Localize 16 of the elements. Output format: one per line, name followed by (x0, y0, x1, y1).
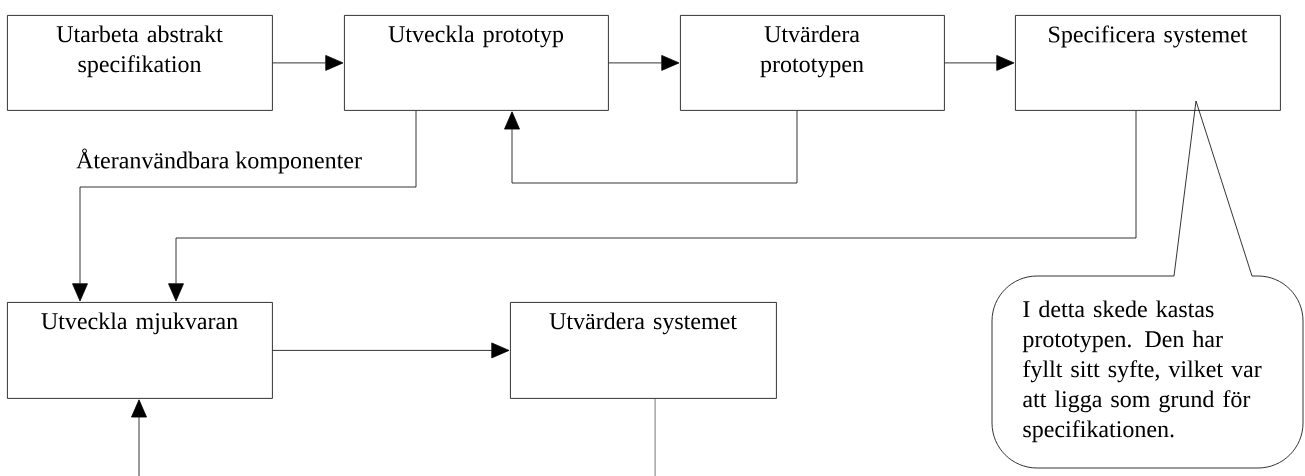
edge-label: Återanvändbara komponenter (74, 147, 364, 175)
arrow (608, 55, 680, 71)
process-box: Specificera systemet (1015, 15, 1281, 111)
arrow (168, 110, 1137, 302)
arrow (131, 399, 147, 476)
arrow (504, 110, 798, 184)
arrow (272, 342, 510, 359)
process-box: Utvärdera prototypen (680, 15, 945, 111)
process-box: Utvärdera systemet (510, 302, 777, 399)
process-box: Utarbeta abstrakt specifikation (7, 15, 273, 111)
arrow (944, 55, 1015, 71)
arrow (72, 110, 417, 302)
process-box: Utveckla mjukvaran (7, 302, 273, 399)
arrow (272, 55, 344, 71)
callout-bubble: I detta skede kastas prototypen. Den har fyllt sitt syfte, vilket var att ligga som grund för specifikationen. (991, 100, 1304, 469)
process-box: Utveckla prototyp (344, 15, 609, 111)
